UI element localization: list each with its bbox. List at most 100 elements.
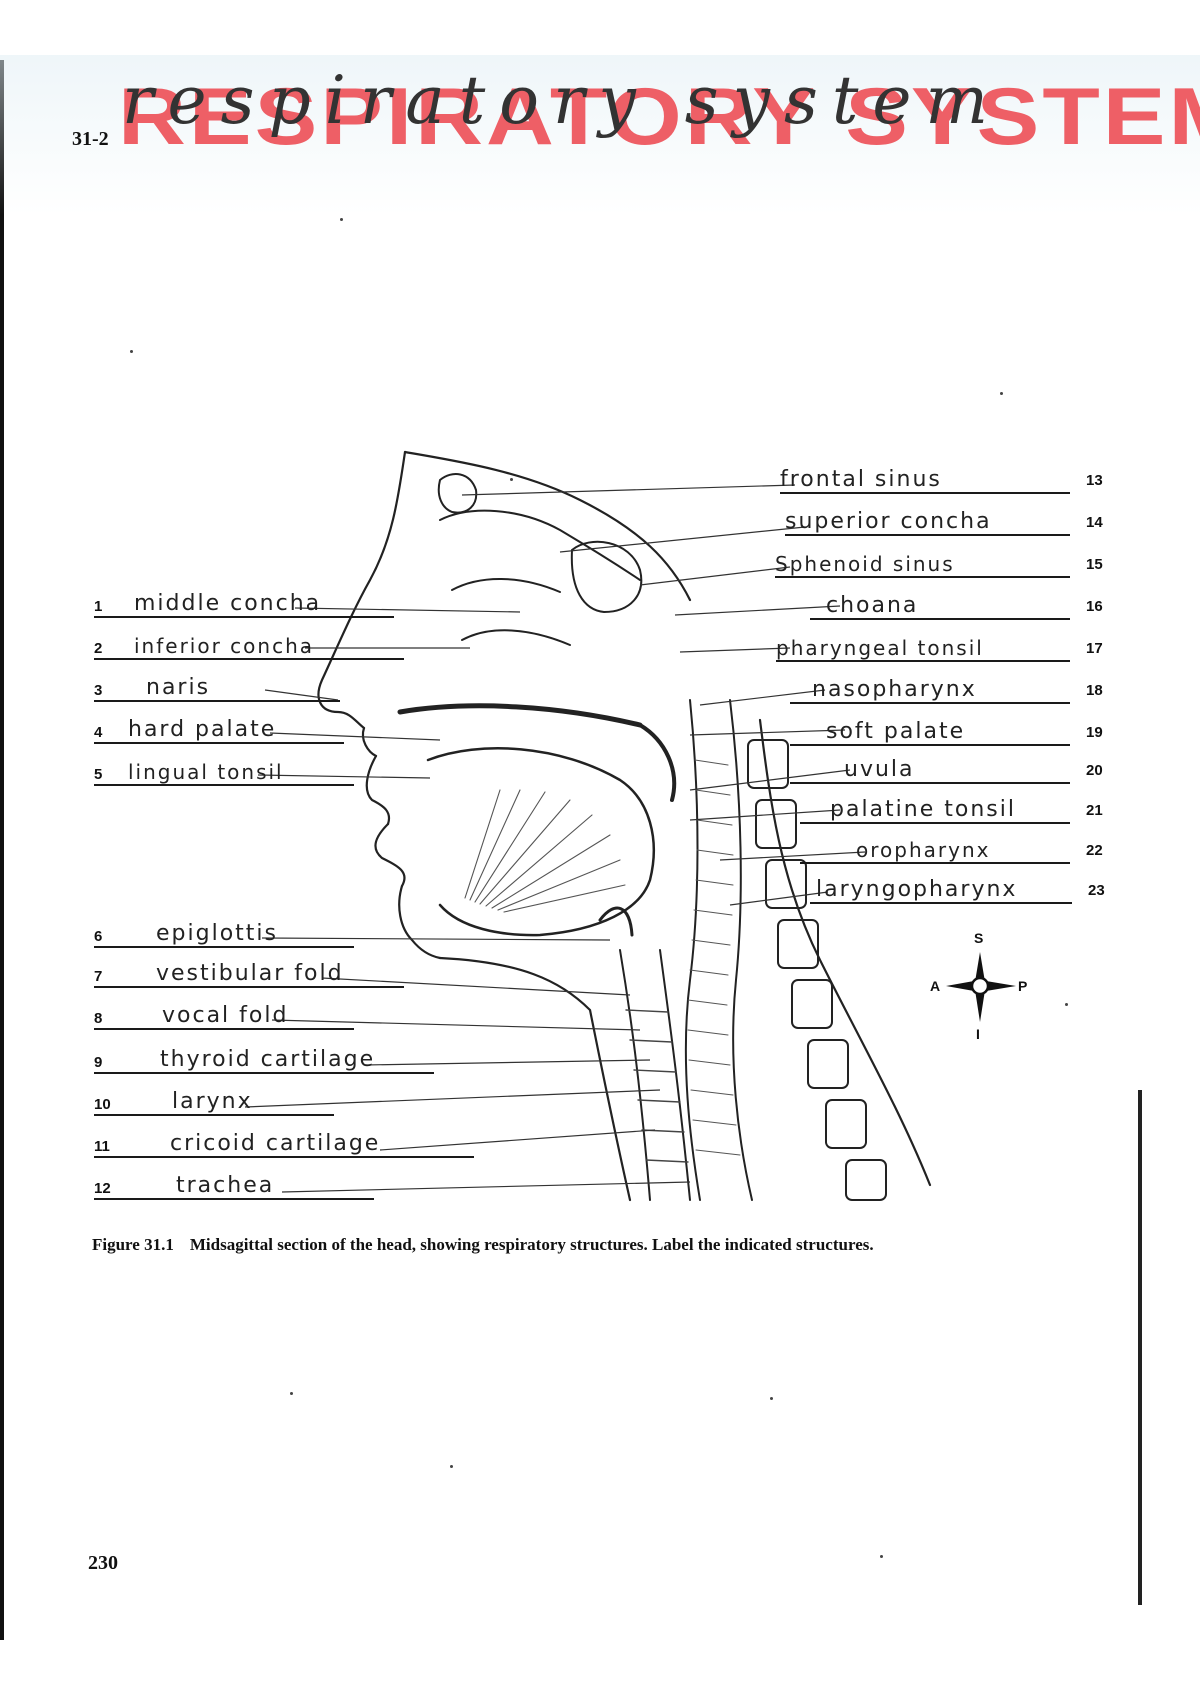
answer-line: [94, 784, 354, 786]
scan-speck: [290, 1392, 293, 1395]
label-number: 8: [94, 1010, 103, 1027]
label-answer: soft palate: [826, 719, 966, 744]
label-row-10: 10 larynx: [94, 1089, 534, 1116]
answer-line: [94, 1028, 354, 1030]
label-answer: cricoid cartilage: [170, 1131, 381, 1156]
label-answer: vestibular fold: [156, 961, 344, 986]
answer-line: [810, 902, 1072, 904]
scan-wash: [0, 55, 1200, 215]
answer-line: [94, 1156, 474, 1158]
label-row-11: 11 cricoid cartilage: [94, 1131, 534, 1158]
title-handwritten: respiratory system: [122, 62, 1002, 139]
answer-line: [94, 946, 354, 948]
label-answer: lingual tonsil: [128, 760, 284, 784]
label-row-15: Sphenoid sinus 15: [775, 552, 1110, 578]
compass-inferior: I: [976, 1026, 980, 1042]
label-answer: inferior concha: [134, 634, 315, 658]
label-answer: choana: [826, 593, 919, 618]
label-answer: vocal fold: [162, 1003, 289, 1028]
label-row-3: 3 naris: [94, 675, 534, 702]
label-row-9: 9 thyroid cartilage: [94, 1047, 534, 1074]
label-number: 17: [1086, 640, 1103, 657]
label-row-4: 4 hard palate: [94, 717, 534, 744]
scan-speck: [340, 218, 343, 221]
label-row-13: frontal sinus 13: [780, 467, 1110, 494]
answer-line: [790, 744, 1070, 746]
label-number: 9: [94, 1054, 103, 1071]
answer-line: [775, 576, 1070, 578]
label-row-20: uvula 20: [790, 757, 1110, 784]
label-answer: trachea: [176, 1173, 275, 1198]
figure-number: Figure 31.1: [92, 1235, 174, 1254]
label-number: 19: [1086, 724, 1103, 741]
label-row-8: 8 vocal fold: [94, 1003, 534, 1030]
label-answer: hard palate: [128, 717, 277, 742]
answer-line: [94, 1072, 434, 1074]
compass-superior: S: [974, 930, 984, 946]
page-edge-left: [0, 60, 4, 1640]
scan-speck: [130, 350, 133, 353]
label-answer: uvula: [844, 757, 915, 782]
label-row-5: 5 lingual tonsil: [94, 760, 534, 786]
label-number: 3: [94, 682, 103, 699]
label-answer: middle concha: [134, 591, 322, 616]
label-row-2: 2 inferior concha: [94, 634, 534, 660]
answer-line: [94, 1114, 334, 1116]
label-row-22: oropharynx 22: [800, 838, 1110, 864]
label-row-16: choana 16: [810, 593, 1110, 620]
label-row-17: pharyngeal tonsil 17: [776, 636, 1110, 662]
label-answer: superior concha: [785, 509, 992, 534]
label-row-19: soft palate 19: [790, 719, 1110, 746]
label-number: 12: [94, 1180, 111, 1197]
label-answer: Sphenoid sinus: [775, 552, 955, 576]
label-number: 23: [1088, 882, 1105, 899]
label-answer: oropharynx: [856, 838, 991, 862]
answer-line: [810, 618, 1070, 620]
label-number: 4: [94, 724, 103, 741]
compass-anterior: A: [930, 978, 941, 994]
label-answer: pharyngeal tonsil: [776, 636, 984, 660]
label-row-12: 12 trachea: [94, 1173, 534, 1200]
answer-line: [94, 616, 394, 618]
answer-line: [790, 782, 1070, 784]
label-row-6: 6 epiglottis: [94, 921, 534, 948]
scan-speck: [1000, 392, 1003, 395]
label-number: 7: [94, 968, 103, 985]
label-row-1: 1 middle concha: [94, 591, 534, 618]
scan-speck: [880, 1555, 883, 1558]
label-answer: palatine tonsil: [830, 797, 1016, 822]
title-printed: RESPIRATORY SYSTEM: [118, 70, 1200, 162]
scan-speck: [510, 478, 513, 481]
scan-speck: [450, 1465, 453, 1468]
answer-line: [800, 862, 1070, 864]
label-row-18: nasopharynx 18: [790, 677, 1110, 704]
answer-line: [94, 1198, 374, 1200]
label-number: 11: [94, 1138, 110, 1155]
label-number: 5: [94, 766, 103, 783]
label-row-21: palatine tonsil 21: [800, 797, 1110, 824]
compass-posterior: P: [1018, 978, 1028, 994]
label-number: 6: [94, 928, 103, 945]
label-number: 15: [1086, 556, 1103, 573]
label-answer: thyroid cartilage: [160, 1047, 376, 1072]
label-number: 13: [1086, 472, 1103, 489]
label-number: 10: [94, 1096, 111, 1113]
label-row-23: laryngopharynx 23: [810, 877, 1110, 904]
answer-line: [776, 660, 1070, 662]
answer-line: [780, 492, 1070, 494]
label-number: 21: [1086, 802, 1103, 819]
label-number: 16: [1086, 598, 1103, 615]
answer-line: [94, 742, 344, 744]
label-number: 2: [94, 640, 103, 657]
answer-line: [94, 658, 404, 660]
label-answer: epiglottis: [156, 921, 278, 946]
scan-speck: [770, 1397, 773, 1400]
label-answer: laryngopharynx: [816, 877, 1018, 902]
label-number: 14: [1086, 514, 1103, 531]
label-answer: larynx: [172, 1089, 253, 1114]
label-answer: frontal sinus: [780, 467, 942, 492]
scan-speck: [1065, 1003, 1068, 1006]
label-answer: nasopharynx: [812, 677, 977, 702]
